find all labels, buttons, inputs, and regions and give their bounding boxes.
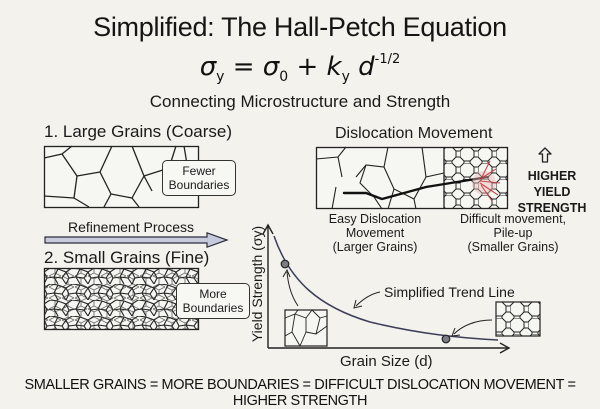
difficult-movement-caption: Difficult movement, Pile-up (Smaller Gra… xyxy=(452,212,574,254)
large-grains-label: 1. Large Grains (Coarse) xyxy=(44,122,233,141)
caption-line-3: (Larger Grains) xyxy=(332,240,418,254)
equals-sign: = xyxy=(232,52,255,82)
easy-dislocation-caption: Easy Dislocation Movement (Larger Grains… xyxy=(320,212,430,254)
caption-line-1: Difficult movement, xyxy=(459,212,567,226)
callout-line-2: Boundaries xyxy=(168,178,230,192)
small-grains-microstructure xyxy=(43,267,200,331)
hall-petch-chart xyxy=(262,223,541,354)
d-symbol: d xyxy=(358,52,375,82)
chart-axes xyxy=(262,223,511,354)
dislocation-movement-diagram xyxy=(315,146,509,210)
up-arrow-icon xyxy=(538,147,552,163)
caption-line-1: Easy Dislocation xyxy=(328,212,422,226)
subtitle: Connecting Microstructure and Strength xyxy=(149,92,451,111)
callout-line-1: Fewer xyxy=(182,164,216,178)
sigma-y-subscript: y xyxy=(216,69,225,85)
label-line-2: STRENGTH xyxy=(517,201,587,215)
label-line-1: HIGHER YIELD xyxy=(527,169,577,199)
k-y-symbol: k xyxy=(326,52,342,82)
y-axis-label: Yield Strength (σy) xyxy=(249,225,265,343)
sigma-0-subscript: 0 xyxy=(279,69,289,85)
callout-line-2: Boundaries xyxy=(182,301,244,315)
small-grain-thumbnail xyxy=(495,301,541,337)
pile-up-lines xyxy=(472,160,501,202)
dislocation-movement-title: Dislocation Movement xyxy=(335,125,493,142)
data-point-low xyxy=(441,334,451,344)
refinement-arrow-icon xyxy=(44,231,229,249)
trend-line-annotation: Simplified Trend Line xyxy=(384,284,515,300)
d-exponent: -1/2 xyxy=(374,52,401,67)
caption-line-2: Pile-up xyxy=(493,226,533,240)
hall-petch-equation: σy = σ0 + ky d-1/2 xyxy=(0,52,600,85)
callout-line-1: More xyxy=(199,287,227,301)
small-grains-label: 2. Small Grains (Fine) xyxy=(44,248,210,267)
x-axis-label: Grain Size (d) xyxy=(340,353,433,370)
page-title: Simplified: The Hall-Petch Equation xyxy=(93,12,507,42)
data-point-high xyxy=(280,259,290,269)
caption-line-3: (Smaller Grains) xyxy=(467,240,559,254)
sigma-0-symbol: σ xyxy=(262,52,280,82)
fewer-boundaries-callout: Fewer Boundaries xyxy=(162,160,236,196)
trend-line xyxy=(273,235,499,341)
sigma-y-symbol: σ xyxy=(199,52,217,82)
caption-line-2: Movement xyxy=(345,226,405,240)
refinement-process-label: Refinement Process xyxy=(68,219,195,235)
large-grain-thumbnail xyxy=(284,309,328,347)
summary-footer: SMALLER GRAINS = MORE BOUNDARIES = DIFFI… xyxy=(24,377,576,409)
higher-yield-strength-label: HIGHER YIELD STRENGTH xyxy=(510,168,594,216)
plus-sign: + xyxy=(296,52,319,82)
k-y-subscript: y xyxy=(341,69,350,85)
more-boundaries-callout: More Boundaries xyxy=(176,283,250,319)
